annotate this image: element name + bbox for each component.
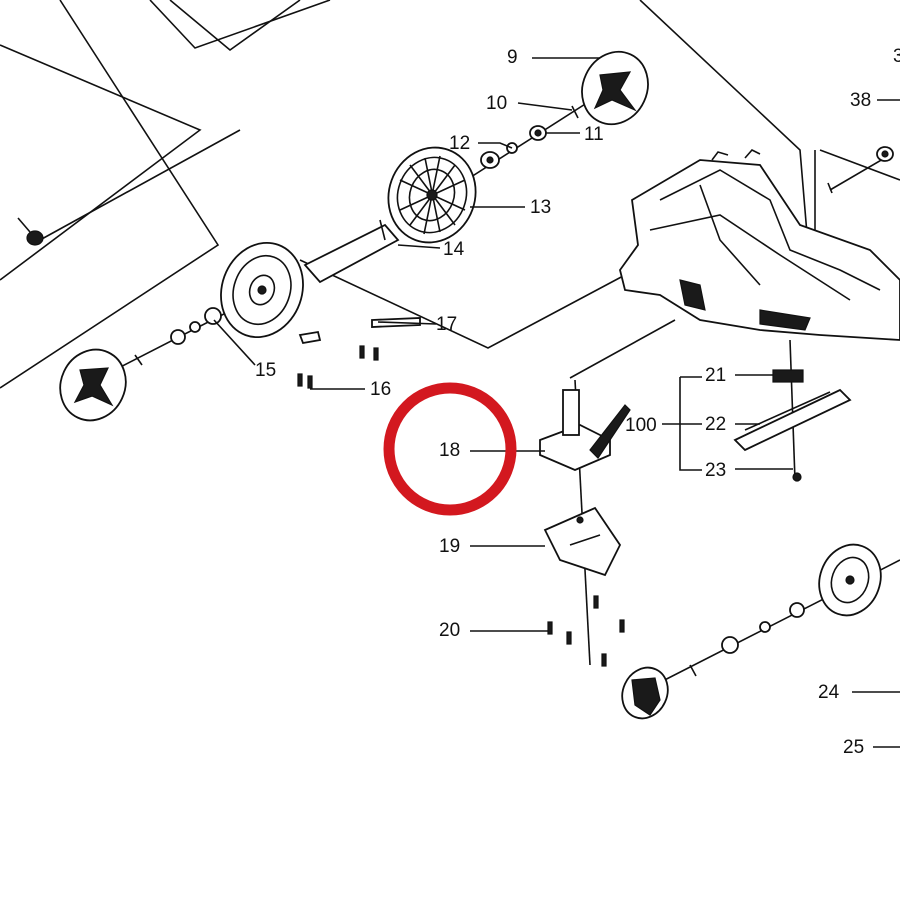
axle-lines bbox=[94, 84, 900, 691]
frame-lines bbox=[0, 0, 900, 389]
screws-20 bbox=[547, 595, 625, 667]
label-19: 19 bbox=[439, 536, 460, 557]
label-15: 15 bbox=[255, 360, 276, 381]
wheel-rear-right bbox=[689, 543, 882, 677]
label-16: 16 bbox=[370, 379, 391, 400]
label-20: 20 bbox=[439, 620, 460, 641]
fasteners-16-17 bbox=[297, 317, 421, 389]
leader-lines bbox=[213, 57, 900, 748]
label-14: 14 bbox=[443, 239, 465, 260]
label-11: 11 bbox=[584, 124, 604, 145]
left-edge-part bbox=[17, 217, 44, 246]
label-22: 22 bbox=[705, 414, 726, 435]
label-17: 17 bbox=[436, 314, 457, 335]
hubcap-9 bbox=[581, 50, 649, 126]
label-38: 38 bbox=[850, 90, 871, 111]
part-19 bbox=[543, 506, 622, 577]
label-100: 100 bbox=[625, 415, 657, 436]
callout-labels: 9 10 11 12 13 14 15 16 17 18 19 20 21 22… bbox=[255, 46, 900, 758]
label-10: 10 bbox=[486, 93, 507, 114]
hubcap-left bbox=[59, 307, 222, 422]
hubcap-bottom bbox=[621, 666, 669, 720]
label-3: 3 bbox=[893, 46, 900, 67]
label-23: 23 bbox=[705, 460, 726, 481]
wheel-15 bbox=[220, 241, 304, 339]
label-24: 24 bbox=[818, 682, 840, 703]
label-9: 9 bbox=[507, 47, 518, 68]
label-12: 12 bbox=[449, 133, 470, 154]
label-25: 25 bbox=[843, 737, 864, 758]
wheel-13 bbox=[387, 146, 477, 244]
label-13: 13 bbox=[530, 197, 551, 218]
blade-adapter-18 bbox=[539, 389, 631, 471]
label-18: 18 bbox=[439, 440, 460, 461]
axle-bracket-14 bbox=[303, 219, 400, 284]
fasteners-10-12 bbox=[480, 105, 579, 169]
nut-38 bbox=[827, 146, 894, 194]
highlight-ring bbox=[383, 382, 517, 516]
blade-set bbox=[733, 369, 852, 482]
label-21: 21 bbox=[705, 365, 726, 386]
mower-deck bbox=[619, 149, 900, 341]
